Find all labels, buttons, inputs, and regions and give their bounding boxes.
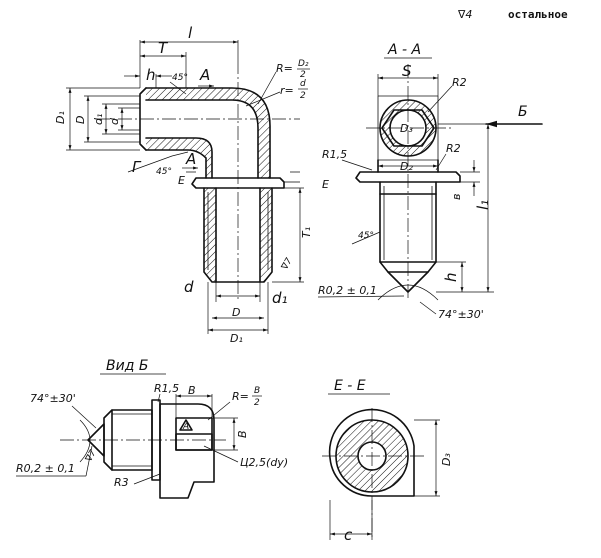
section-aa-title: А - А — [387, 42, 421, 58]
aa-angle-45: 45° — [358, 231, 374, 241]
dim-l1-label: l₁ — [474, 200, 492, 210]
leader-r — [257, 71, 277, 105]
section-ee-title: Е - Е — [334, 378, 366, 394]
view-b-triangle-mark: A — [182, 422, 189, 432]
label-r: R= — [276, 62, 293, 75]
elbow-wall-hatch-top — [146, 88, 270, 178]
angle-45-bottom: 45° — [156, 167, 172, 177]
label-view-b-r-num: B — [254, 386, 260, 396]
leader-engraving — [203, 445, 239, 463]
dim-t1-label: T₁ — [300, 227, 313, 238]
aa-cone-tip — [387, 271, 429, 293]
stem-wall-hatch-left — [204, 188, 216, 282]
dim-small-d1-label: d₁ — [92, 114, 105, 125]
aa-threaded-body — [379, 181, 437, 273]
label-view-b-r02: R0,2 ± 0,1 — [16, 462, 75, 475]
dim-ee-c-label: c — [344, 526, 353, 544]
dim-d-label: D — [74, 116, 87, 124]
elbow-bore-contour — [145, 99, 259, 179]
label-aa-angle-74: 74°±30' — [438, 308, 484, 321]
warning-triangle-icon — [179, 419, 193, 431]
dim-aa-h-label: h — [442, 272, 460, 282]
dim-t-label: T — [158, 39, 169, 57]
roughness-note-text: остальное — [508, 8, 568, 21]
roughness-symbol: ∇4 — [457, 8, 472, 21]
view-b-engraving-slot — [175, 433, 213, 451]
view-a-mark-top: A — [199, 66, 210, 84]
ee-outer-profile — [328, 408, 415, 497]
section-aa-view: А - А D₃ S R2 Б R1,5 R2 D₂ — [317, 42, 543, 321]
view-b-cone-arc — [79, 419, 91, 463]
label-small-r-num: d — [300, 79, 306, 89]
leader-view-b-r15 — [157, 393, 161, 403]
dim-view-b-side-label: B — [236, 430, 249, 438]
dim-small-d-label: d — [108, 117, 121, 125]
leader-small-r — [245, 91, 281, 107]
label-engraving: Ц2,5(dу) — [240, 456, 288, 469]
label-view-b-r-den: 2 — [254, 398, 260, 408]
label-view-b-r: R= — [232, 390, 249, 403]
aa-cone-arc — [377, 284, 439, 301]
leader-aa-r02 — [317, 295, 405, 298]
label-g: Г — [132, 158, 142, 176]
hex-wall-hatch — [380, 100, 437, 156]
dim-s-label: S — [402, 62, 412, 80]
label-r2-collar: R2 — [446, 142, 461, 155]
dim-bottom-big-d-label: D — [232, 306, 240, 319]
angle-45-top: 45° — [172, 73, 188, 83]
dim-l-label: l — [188, 24, 193, 42]
leader-r2-top — [427, 85, 453, 113]
dim-ee-d3-label: D₃ — [440, 453, 453, 466]
label-d3: D₃ — [400, 122, 413, 135]
leader-aa-angle-74 — [419, 301, 437, 315]
dim-bottom-d1-label: d₁ — [272, 289, 288, 307]
roughness-7-main: ∇7 — [280, 256, 295, 272]
section-ee-view: Е - Е D₃ c — [322, 378, 453, 544]
label-r-den: 2 — [300, 70, 306, 80]
dim-bottom-big-d1-label: D₁ — [230, 332, 243, 345]
main-elbow-view: E E l T h 45° A R= D₂ 2 r= d 2 — [54, 24, 329, 345]
view-b-title: Вид Б — [106, 358, 148, 374]
dim-d2-label: D₂ — [400, 160, 413, 173]
view-b: Вид Б A B R1,5 R= B 2 — [16, 358, 288, 499]
label-view-b-angle-74: 74°±30' — [30, 392, 76, 405]
label-small-r: r= — [280, 84, 294, 97]
angle-45-leader — [169, 81, 187, 95]
section-e-label-left: E — [178, 174, 185, 187]
leader-view-b-r02-tip — [85, 445, 93, 477]
view-b-arrow-label: Б — [518, 104, 528, 120]
label-view-b-r15: R1,5 — [154, 382, 179, 395]
leader-view-b-angle-74 — [71, 405, 97, 429]
dim-h-label: h — [146, 66, 156, 84]
dim-bottom-d-label: d — [184, 278, 194, 296]
label-view-b-r3: R3 — [114, 476, 129, 489]
leader-g — [127, 151, 189, 173]
label-r-num: D₂ — [298, 59, 309, 69]
view-b-head — [159, 403, 215, 499]
leader-view-b-r — [207, 401, 231, 421]
label-aa-r02: R0,2 ± 0,1 — [318, 284, 377, 297]
label-r15: R1,5 — [322, 148, 347, 161]
dim-view-b-b-label: B — [188, 384, 196, 397]
ee-wall-hatch — [336, 420, 409, 493]
label-small-r-den: 2 — [300, 91, 306, 101]
view-a-mark-low: A — [185, 150, 196, 168]
section-e-label-right: E — [322, 178, 329, 191]
dim-d1-label: D₁ — [54, 111, 67, 124]
elbow-wall-hatch-bottom — [146, 138, 212, 178]
label-r2-top: R2 — [452, 76, 467, 89]
roughness-note: ∇4 остальное — [457, 8, 568, 21]
stem-wall-hatch-right — [260, 188, 272, 282]
aa-angle-45-leader — [351, 231, 381, 245]
dim-b-label: в — [450, 194, 463, 200]
leader-r15 — [341, 159, 373, 171]
leader-view-b-r3 — [133, 473, 161, 485]
